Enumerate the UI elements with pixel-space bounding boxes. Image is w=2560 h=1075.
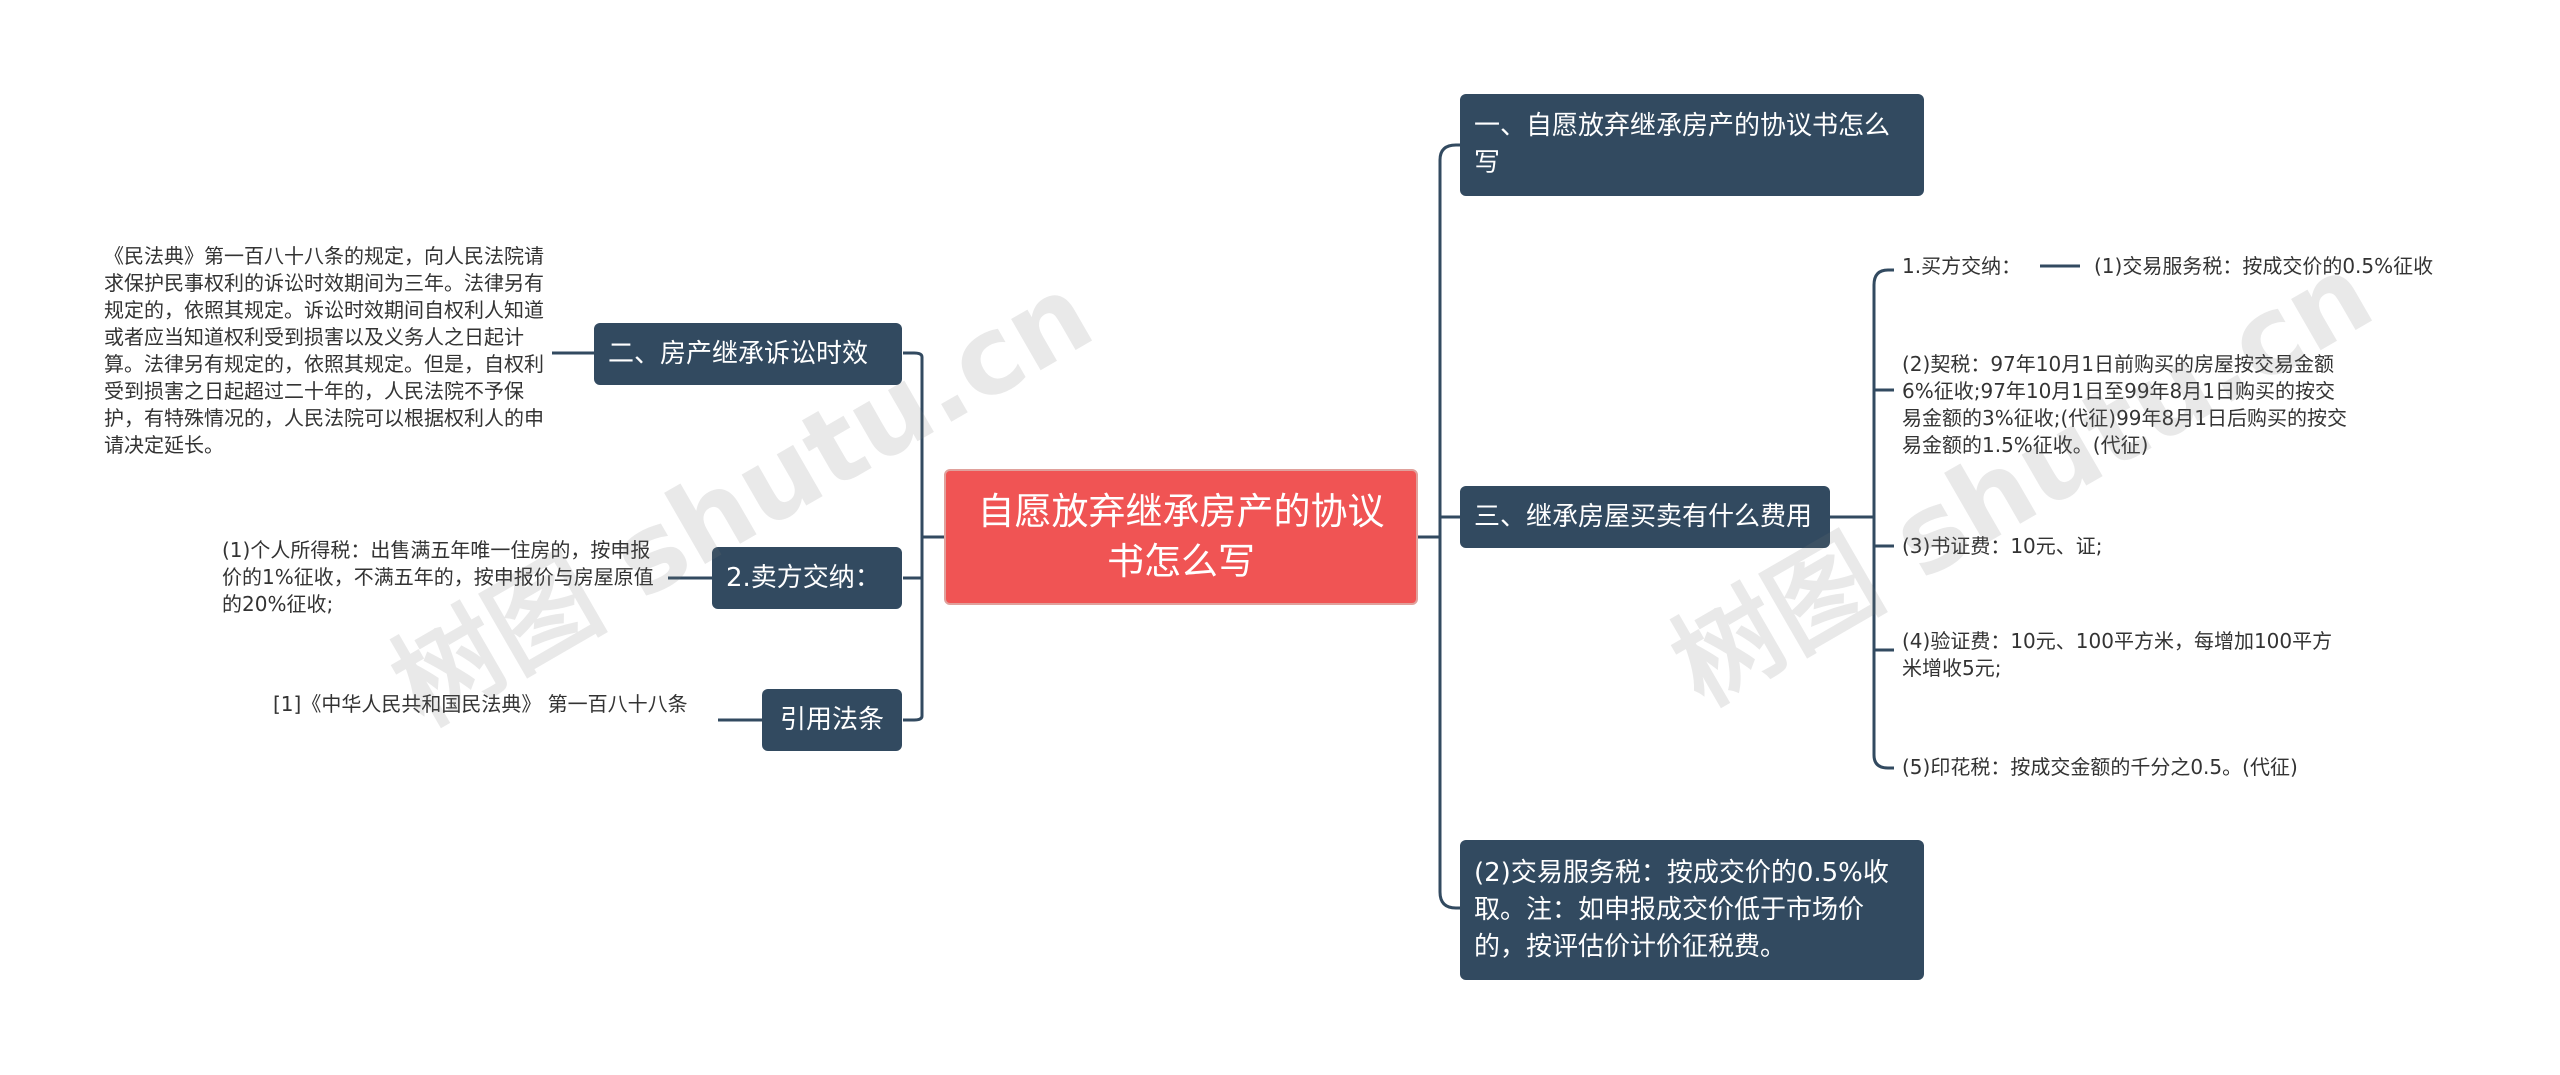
connector-left-trunk: [903, 351, 924, 722]
branch-seller-pays[interactable]: 2.卖方交纳：: [712, 547, 902, 609]
leaf-verification-fee-text: (4)验证费：10元、100平方米，每增加100平方米增收5元;: [1902, 629, 2333, 680]
leaf-seller-text: (1)个人所得税：出售满五年唯一住房的，按申报价的1%征收，不满五年的，按申报价…: [222, 538, 654, 616]
branch-fees-label: 三、继承房屋买卖有什么费用: [1474, 501, 1813, 532]
leaf-buyer-detail: (1)交易服务税：按成交价的0.5%征收: [2094, 253, 2534, 280]
branch-howto-label: 一、自愿放弃继承房产的协议书怎么写: [1474, 111, 1891, 178]
branch-how-to-write[interactable]: 一、自愿放弃继承房产的协议书怎么写: [1460, 94, 1924, 196]
branch-seller-label: 2.卖方交纳：: [726, 562, 881, 593]
leaf-buyer-pays: 1.买方交纳：: [1902, 253, 2042, 280]
connector-right-trunk: [1438, 143, 1460, 910]
leaf-cite-detail: [1]《中华人民共和国民法典》 第一百八十八条: [273, 691, 713, 718]
branch-lawsuit-limitation[interactable]: 二、房产继承诉讼时效: [594, 323, 902, 385]
leaf-lawsuit-text: 《民法典》第一百八十八条的规定，向人民法院请求保护民事权利的诉讼时效期间为三年。…: [104, 244, 544, 457]
branch-lawsuit-label: 二、房产继承诉讼时效: [608, 338, 869, 369]
branch-cite-label: 引用法条: [779, 704, 884, 735]
branch-fees[interactable]: 三、继承房屋买卖有什么费用: [1460, 486, 1830, 548]
leaf-cite-text: [1]《中华人民共和国民法典》 第一百八十八条: [273, 692, 688, 716]
leaf-certificate-fee-text: (3)书证费：10元、证;: [1902, 534, 2103, 558]
leaf-buyer-text: (1)交易服务税：按成交价的0.5%征收: [2094, 254, 2434, 278]
central-topic-label: 自愿放弃继承房产的协议书怎么写: [977, 490, 1385, 583]
leaf-stamp-tax-text: (5)印花税：按成交金额的千分之0.5。(代征): [1902, 755, 2298, 779]
leaf-seller-detail: (1)个人所得税：出售满五年唯一住房的，按申报价的1%征收，不满五年的，按申报价…: [222, 537, 660, 618]
central-topic[interactable]: 自愿放弃继承房产的协议书怎么写: [944, 469, 1418, 605]
leaf-stamp-tax: (5)印花税：按成交金额的千分之0.5。(代征): [1902, 754, 2350, 781]
leaf-verification-fee: (4)验证费：10元、100平方米，每增加100平方米增收5元;: [1902, 628, 2350, 682]
leaf-lawsuit-detail: 《民法典》第一百八十八条的规定，向人民法院请求保护民事权利的诉讼时效期间为三年。…: [104, 243, 544, 459]
leaf-deed-tax-text: (2)契税：97年10月1日前购买的房屋按交易金额6%征收;97年10月1日至9…: [1902, 352, 2347, 457]
connector-fees-trunk: [1830, 268, 1894, 770]
leaf-deed-tax: (2)契税：97年10月1日前购买的房屋按交易金额6%征收;97年10月1日至9…: [1902, 351, 2350, 459]
branch-cited-law[interactable]: 引用法条: [762, 689, 902, 751]
leaf-certificate-fee: (3)书证费：10元、证;: [1902, 533, 2350, 560]
branch-service-label: (2)交易服务税：按成交价的0.5%收取。注：如申报成交价低于市场价的，按评估价…: [1474, 857, 1889, 962]
leaf-buyer-label: 1.买方交纳：: [1902, 254, 2022, 278]
branch-service-tax[interactable]: (2)交易服务税：按成交价的0.5%收取。注：如申报成交价低于市场价的，按评估价…: [1460, 840, 1924, 980]
